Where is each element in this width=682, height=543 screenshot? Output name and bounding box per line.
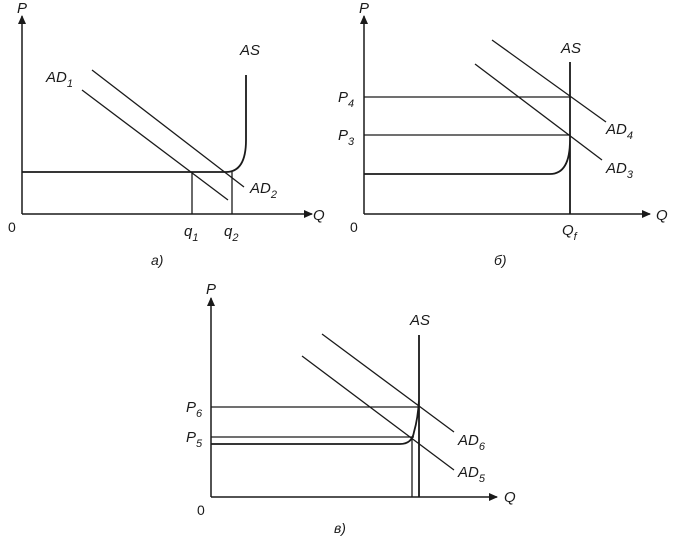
panel-c-ad6-line bbox=[321, 333, 455, 433]
panel-b-origin: 0 bbox=[350, 219, 358, 235]
panel-b-as-curve bbox=[364, 62, 571, 214]
panel-c-ad5-label: AD5 bbox=[457, 464, 486, 485]
panel-c-x-label: Q bbox=[504, 489, 516, 506]
panel-c-p6-label: P6 bbox=[186, 399, 203, 420]
panel-c-y-label: P bbox=[206, 281, 216, 298]
panel-c: P Q 0 AS P6 P5 AD6 AD5 в) bbox=[186, 281, 516, 536]
panel-a: P Q 0 AS AD1 AD2 q1 q2 а) bbox=[8, 0, 325, 268]
panel-a-ad2-label: AD2 bbox=[249, 180, 277, 201]
panel-a-q1-label: q1 bbox=[184, 223, 198, 244]
panel-c-ad5-line bbox=[301, 355, 455, 471]
panel-a-x-label: Q bbox=[313, 207, 325, 224]
panel-a-ad2-line bbox=[91, 69, 245, 188]
panel-b-qf-label: Qf bbox=[562, 222, 578, 243]
panel-c-ad6-label: AD6 bbox=[457, 432, 486, 453]
panel-c-as-label: AS bbox=[409, 312, 430, 329]
panel-a-origin: 0 bbox=[8, 219, 16, 235]
panel-b-ad3-line bbox=[474, 63, 603, 161]
panel-b-ad4-label: AD4 bbox=[605, 121, 633, 142]
panel-b-ad4-line bbox=[491, 39, 607, 123]
panel-c-as-curve bbox=[211, 335, 420, 497]
panel-b-x-label: Q bbox=[656, 207, 668, 224]
panel-a-caption: а) bbox=[151, 252, 163, 268]
panel-c-origin: 0 bbox=[197, 502, 205, 518]
panel-a-q2-label: q2 bbox=[224, 223, 238, 244]
panel-b-ad3-label: AD3 bbox=[605, 160, 634, 181]
panel-c-caption: в) bbox=[334, 520, 346, 536]
panel-c-p5-label: P5 bbox=[186, 429, 203, 450]
panel-b: P Q 0 AS P4 P3 AD4 AD3 Qf б) bbox=[338, 0, 668, 268]
panel-a-ad1-label: AD1 bbox=[45, 69, 73, 90]
panel-a-ad1-line bbox=[81, 89, 229, 201]
panel-b-as-label: AS bbox=[560, 40, 581, 57]
panel-a-as-curve bbox=[22, 75, 247, 173]
panel-b-y-label: P bbox=[359, 0, 369, 17]
panel-a-y-label: P bbox=[17, 0, 27, 17]
panel-b-p3-label: P3 bbox=[338, 127, 355, 148]
panel-a-as-label: AS bbox=[239, 42, 260, 59]
panel-b-p4-label: P4 bbox=[338, 89, 354, 110]
panel-b-caption: б) bbox=[494, 252, 507, 268]
